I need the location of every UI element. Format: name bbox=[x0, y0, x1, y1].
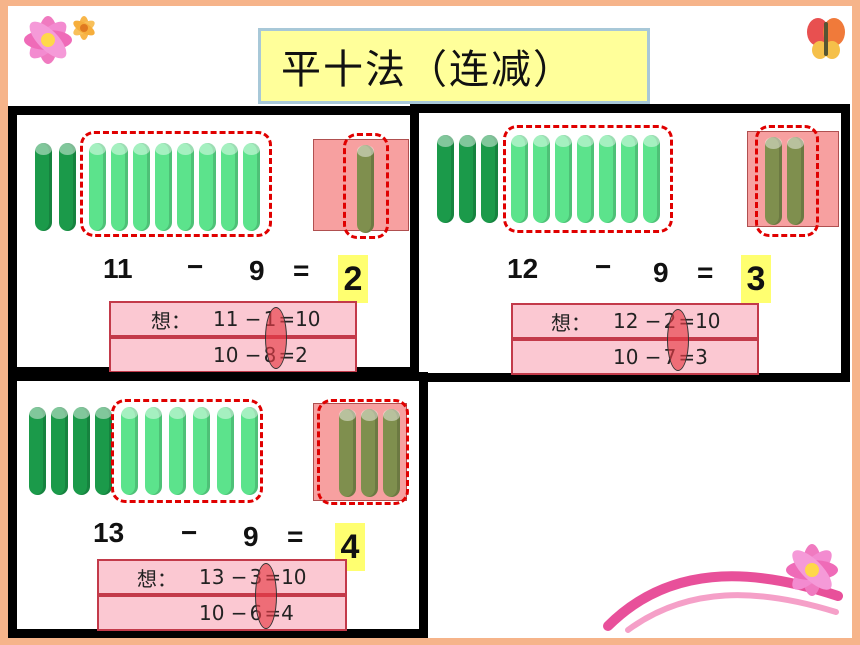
highlight-oval bbox=[265, 307, 287, 369]
think-label: 想： bbox=[137, 566, 177, 591]
page-title: 平十法（连减） bbox=[281, 47, 575, 93]
taken-group-outline bbox=[317, 399, 409, 505]
rod bbox=[29, 407, 46, 495]
think-expr: 10 − bbox=[613, 345, 662, 369]
rod bbox=[155, 143, 172, 231]
panel-11-minus-9: 11 − 9 = 2 想： 11 − 1 =10 10 − 8 =2 bbox=[8, 106, 424, 376]
rod bbox=[95, 407, 112, 495]
pink-flower-icon bbox=[24, 16, 95, 64]
minuend: 11 bbox=[103, 253, 133, 284]
rod bbox=[73, 407, 90, 495]
panel-13-minus-9: 13 − 9 = 4 想： 13 − 3 =10 10 − 6 =4 bbox=[8, 372, 428, 638]
minus-sign: − bbox=[187, 251, 204, 282]
ten-group-outline bbox=[111, 399, 263, 503]
think-expr: 13 − bbox=[199, 565, 248, 589]
rod bbox=[145, 407, 162, 495]
minus-sign: − bbox=[595, 251, 612, 282]
think-expr: 11 − bbox=[213, 307, 262, 331]
think-label: 想： bbox=[551, 310, 591, 335]
think-line-2: 10 − 6 =4 bbox=[97, 595, 347, 631]
answer: 2 bbox=[338, 255, 368, 303]
think-label: 想： bbox=[151, 308, 191, 333]
think-line-2: 10 − 8 =2 bbox=[109, 337, 357, 373]
highlight-oval bbox=[255, 563, 277, 629]
think-expr: 10 − bbox=[199, 601, 248, 625]
rod bbox=[111, 143, 128, 231]
taken-group-outline bbox=[755, 125, 819, 237]
minus-sign: − bbox=[181, 517, 198, 548]
rod bbox=[459, 135, 476, 223]
think-line-2: 10 − 7 =3 bbox=[511, 339, 759, 375]
rod bbox=[787, 137, 804, 225]
rod bbox=[169, 407, 186, 495]
rod bbox=[357, 145, 374, 233]
minuend: 13 bbox=[93, 517, 125, 548]
rod bbox=[59, 143, 76, 231]
rod bbox=[533, 135, 550, 223]
pink-flower-icon bbox=[603, 544, 843, 633]
minuend: 12 bbox=[507, 253, 539, 284]
answer: 3 bbox=[741, 255, 771, 303]
rod bbox=[133, 143, 150, 231]
rod bbox=[361, 409, 378, 497]
rod bbox=[35, 143, 52, 231]
rod bbox=[221, 143, 238, 231]
subtrahend: 9 bbox=[243, 521, 259, 552]
subtrahend: 9 bbox=[653, 257, 669, 288]
think-line-1: 想： 11 − 1 =10 bbox=[109, 301, 357, 337]
think-expr: 10 − bbox=[213, 343, 262, 367]
rod bbox=[89, 143, 106, 231]
rod bbox=[599, 135, 616, 223]
butterfly-icon bbox=[807, 18, 845, 59]
highlight-oval bbox=[667, 309, 689, 371]
rod bbox=[481, 135, 498, 223]
think-line-1: 想： 12 − 2 =10 bbox=[511, 303, 759, 339]
rod bbox=[577, 135, 594, 223]
taken-group-outline bbox=[343, 133, 389, 239]
rod bbox=[51, 407, 68, 495]
think-line-1: 想： 13 − 3 =10 bbox=[97, 559, 347, 595]
rod bbox=[243, 143, 260, 231]
rod bbox=[193, 407, 210, 495]
rod bbox=[217, 407, 234, 495]
title-box: 平十法（连减） bbox=[258, 28, 650, 104]
rod bbox=[643, 135, 660, 223]
rod bbox=[121, 407, 138, 495]
rod bbox=[177, 143, 194, 231]
rod bbox=[437, 135, 454, 223]
rod bbox=[555, 135, 572, 223]
rod bbox=[199, 143, 216, 231]
rod bbox=[339, 409, 356, 497]
ten-group-outline bbox=[503, 125, 673, 233]
think-expr: 12 − bbox=[613, 309, 662, 333]
ten-group-outline bbox=[80, 131, 272, 237]
equals-sign: = bbox=[293, 255, 310, 286]
rod bbox=[765, 137, 782, 225]
rod bbox=[621, 135, 638, 223]
slide: 平十法（连减） 11 − 9 = 2 想： 11 − 1 =10 10 − 8 bbox=[8, 6, 852, 638]
equals-sign: = bbox=[697, 257, 714, 288]
panel-12-minus-9: 12 − 9 = 3 想： 12 − 2 =10 10 − 7 =3 bbox=[410, 104, 850, 382]
equals-sign: = bbox=[287, 521, 304, 552]
subtrahend: 9 bbox=[249, 255, 265, 286]
